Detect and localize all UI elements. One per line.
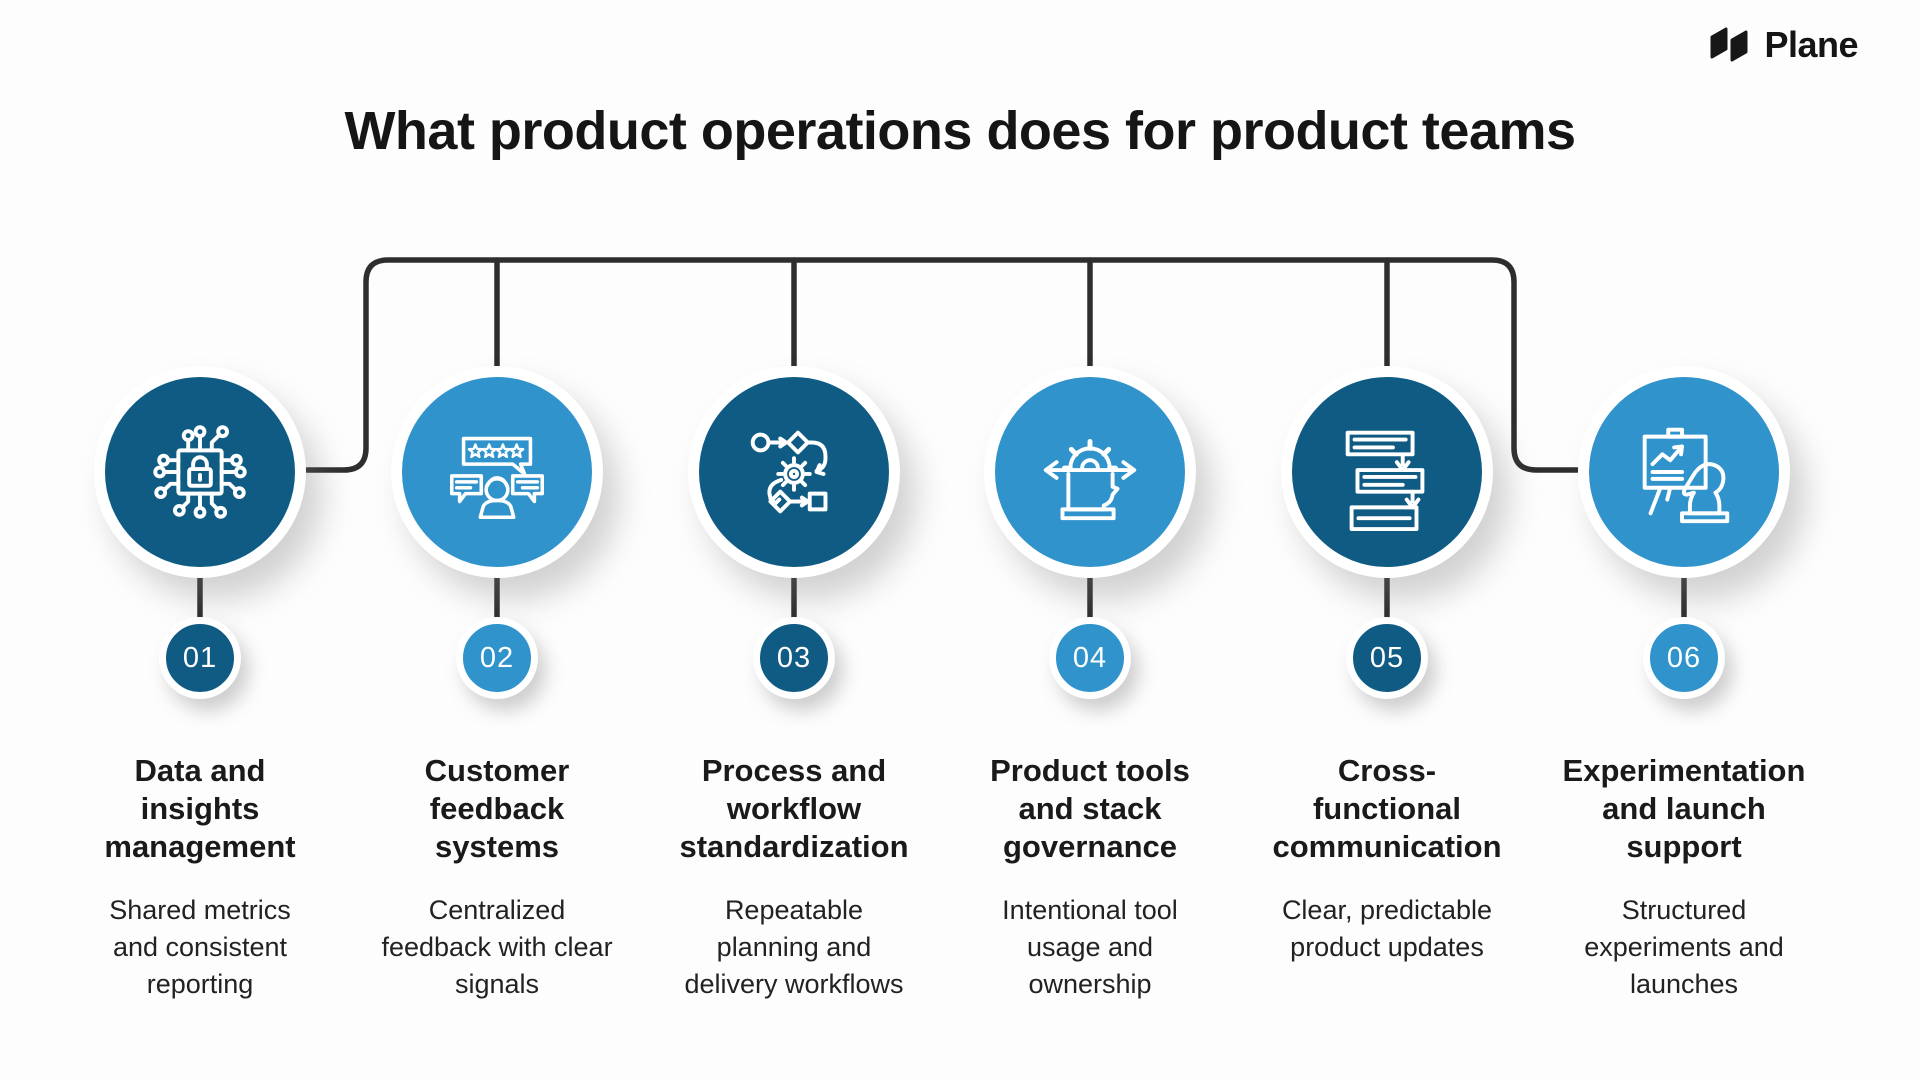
step-4-badge: 04 bbox=[1049, 617, 1131, 699]
step-6-text: Experimentation and launch support Struc… bbox=[1519, 752, 1849, 1003]
step-6-circle bbox=[1578, 366, 1790, 578]
plane-logo: Plane bbox=[1708, 24, 1858, 66]
connector-tree bbox=[197, 257, 1687, 620]
step-3-badge: 03 bbox=[753, 617, 835, 699]
step-6-number: 06 bbox=[1666, 641, 1702, 674]
presentation-knight-icon bbox=[1625, 413, 1743, 531]
page-title: What product operations does for product… bbox=[344, 101, 1576, 161]
step-1-number: 01 bbox=[182, 641, 218, 674]
workflow-icon bbox=[735, 413, 853, 531]
step-3-title: Process and workflow standardization bbox=[679, 753, 909, 864]
step-1-text: Data and insights management Shared metr… bbox=[35, 752, 365, 1003]
step-4-description: Intentional tool usage and ownership bbox=[1002, 895, 1178, 999]
step-2-description: Centralized feedback with clear signals bbox=[381, 895, 613, 999]
stacked-messages-icon bbox=[1328, 413, 1446, 531]
step-3-text: Process and workflow standardization Rep… bbox=[629, 752, 959, 1003]
step-5-badge: 05 bbox=[1346, 617, 1428, 699]
step-2-text: Customer feedback systems Centralized fe… bbox=[332, 752, 662, 1003]
step-6-title: Experimentation and launch support bbox=[1562, 753, 1806, 864]
step-1-circle bbox=[94, 366, 306, 578]
plane-logo-text: Plane bbox=[1764, 24, 1858, 65]
step-5-number: 05 bbox=[1369, 641, 1405, 674]
step-5-description: Clear, predictable product updates bbox=[1281, 895, 1493, 962]
chip-lock-icon bbox=[141, 413, 259, 531]
plane-logo-icon bbox=[1710, 27, 1748, 62]
customer-feedback-icon bbox=[438, 413, 556, 531]
step-1-description: Shared metrics and consistent reporting bbox=[109, 895, 291, 999]
step-1-title: Data and insights management bbox=[104, 753, 296, 864]
step-5-title: Cross- functional communication bbox=[1272, 753, 1502, 864]
head-gear-icon bbox=[1031, 413, 1149, 531]
step-1-badge: 01 bbox=[159, 617, 241, 699]
step-5-text: Cross- functional communication Clear, p… bbox=[1222, 752, 1552, 966]
step-3-circle bbox=[688, 366, 900, 578]
step-5-circle bbox=[1281, 366, 1493, 578]
step-2-title: Customer feedback systems bbox=[424, 753, 570, 864]
step-4-text: Product tools and stack governance Inten… bbox=[925, 752, 1255, 1003]
step-6-badge: 06 bbox=[1643, 617, 1725, 699]
step-6-description: Structured experiments and launches bbox=[1584, 895, 1784, 999]
step-3-number: 03 bbox=[776, 641, 812, 674]
step-3-description: Repeatable planning and delivery workflo… bbox=[684, 895, 904, 999]
step-4-title: Product tools and stack governance bbox=[990, 753, 1190, 864]
step-2-number: 02 bbox=[479, 641, 515, 674]
step-2-circle bbox=[391, 366, 603, 578]
step-4-number: 04 bbox=[1072, 641, 1108, 674]
step-2-badge: 02 bbox=[456, 617, 538, 699]
step-4-circle bbox=[984, 366, 1196, 578]
